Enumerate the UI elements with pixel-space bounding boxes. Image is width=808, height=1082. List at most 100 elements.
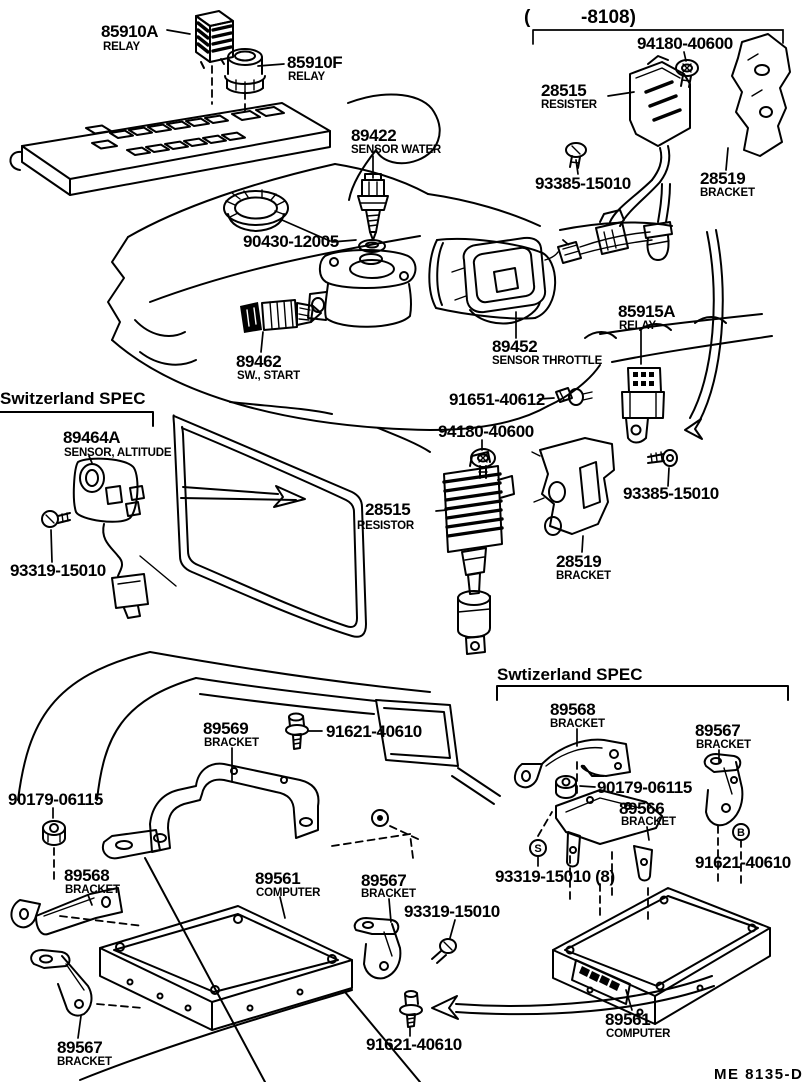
oil-cap-drawing	[223, 189, 289, 232]
label-89561-left-desc: COMPUTER	[256, 887, 321, 899]
nut-90179-left-drawing	[42, 820, 66, 846]
fuse-box-drawing	[9, 102, 331, 196]
dashed-lines	[53, 65, 742, 1009]
labels-layer: ( -8108) 85910A RELAY 85910F RELAY 89422…	[0, 7, 803, 1082]
label-89561-right-desc: COMPUTER	[606, 1028, 671, 1040]
computer-right-drawing	[552, 887, 771, 1025]
label-28519-top: 28519	[700, 169, 745, 188]
label-28515-mid-desc: RESISTOR	[357, 520, 415, 532]
label-28519-mid: 28519	[556, 552, 601, 571]
label-89561-right: 89561	[605, 1010, 650, 1029]
relay-85910a-drawing	[195, 10, 234, 69]
label-85915a: 85915A	[618, 302, 675, 321]
bracket-89567-rightgroup-drawing	[353, 917, 402, 980]
bracket-89568-left-drawing	[10, 887, 123, 936]
label-28519-top-desc: BRACKET	[700, 187, 755, 199]
label-89566-desc: BRACKET	[621, 816, 676, 828]
label-91621-bottom: 91621-40610	[366, 1035, 462, 1054]
screw-93319-left-drawing	[41, 510, 71, 528]
label-91621-right: 91621-40610	[695, 853, 791, 872]
bracket-28519-mid-drawing	[531, 437, 615, 536]
label-28515-mid: 28515	[365, 500, 410, 519]
b-marker: B	[737, 827, 745, 839]
water-outlet-drawing	[307, 249, 417, 328]
label-90179-left: 90179-06115	[8, 790, 103, 809]
label-89568-left: 89568	[64, 866, 109, 885]
label-89462-desc: SW., START	[237, 370, 300, 382]
label-89567-group: 89567	[361, 871, 406, 890]
label-85915a-desc: RELAY	[619, 320, 656, 332]
label-89452-desc: SENSOR THROTTLE	[492, 355, 603, 367]
body-outline-bottom-left	[17, 651, 501, 1082]
label-89569: 89569	[203, 719, 248, 738]
label-89567-group-desc: BRACKET	[361, 888, 416, 900]
label-94180-mid: 94180-40600	[438, 422, 534, 441]
label-28515-top: 28515	[541, 81, 586, 100]
doc-code: ME 8135-D	[714, 1066, 803, 1082]
label-89569-desc: BRACKET	[204, 737, 259, 749]
label-93319-group: 93319-15010	[404, 902, 500, 921]
header-open-paren: (	[524, 7, 531, 28]
label-94180-top: 94180-40600	[637, 34, 733, 53]
label-89567-right: 89567	[695, 721, 740, 740]
screw-94180-top-drawing	[675, 59, 699, 88]
label-89462: 89462	[236, 352, 281, 371]
start-switch-drawing	[240, 299, 322, 333]
screw-93319-group-drawing	[431, 938, 457, 964]
label-89567-leftbottom: 89567	[57, 1038, 102, 1057]
curved-arrow-right	[684, 229, 724, 440]
label-93385-top: 93385-15010	[535, 174, 631, 193]
bolt-91651-drawing	[555, 387, 593, 406]
label-89422-desc: SENSOR WATER	[351, 144, 442, 156]
relay-85910f-drawing	[224, 48, 266, 95]
altitude-sensor-drawing	[72, 457, 149, 619]
screw-93385-mid-drawing	[647, 449, 678, 467]
curved-arrow-bottom	[431, 975, 715, 1020]
bracket-89568-right-drawing	[514, 738, 631, 789]
nut-90179-right-drawing	[555, 775, 577, 799]
label-89568-left-desc: BRACKET	[65, 884, 120, 896]
resistor-mid-drawing	[442, 451, 515, 655]
s-marker-circle	[529, 839, 547, 857]
right-spec-title: Swtizerland SPEC	[497, 665, 642, 684]
bracket-89567-leftbottom-drawing	[30, 949, 93, 1017]
right-spec-bracket-line	[496, 685, 789, 701]
bolt-91621-bottom-drawing	[399, 990, 423, 1028]
label-85910a: 85910A	[101, 22, 158, 41]
throttle-sensor-drawing	[451, 236, 547, 325]
label-85910f: 85910F	[287, 53, 342, 72]
bracket-89569-drawing	[102, 762, 320, 860]
cowl-panel-drawing	[139, 414, 367, 638]
label-91621-upper: 91621-40610	[326, 722, 422, 741]
label-89464a: 89464A	[63, 428, 120, 447]
label-93385-mid: 93385-15010	[623, 484, 719, 503]
bracket-89567-right-drawing	[703, 753, 744, 827]
label-85910a-desc: RELAY	[103, 41, 140, 53]
label-89567-leftbottom-desc: BRACKET	[57, 1056, 112, 1068]
arrow-right	[180, 485, 306, 508]
label-89464a-desc: SENSOR, ALTITUDE	[64, 447, 172, 459]
label-89568-right: 89568	[550, 700, 595, 719]
bracket-28519-top-drawing	[731, 33, 791, 157]
label-90179-right: 90179-06115	[597, 778, 692, 797]
label-89422: 89422	[351, 126, 396, 145]
label-89566: 89566	[619, 799, 664, 818]
screw-93385-top-drawing	[565, 142, 587, 169]
relay-85915a-drawing	[621, 367, 665, 444]
bolt-91621-upper-drawing	[285, 712, 309, 750]
label-89452: 89452	[492, 337, 537, 356]
bracket-89566-drawing	[555, 789, 663, 882]
engine-outline	[107, 93, 773, 453]
label-93319-right: 93319-15010 (8)	[495, 867, 615, 886]
left-spec-bracket-line	[0, 411, 154, 427]
left-spec-title: Switzerland SPEC	[0, 389, 145, 408]
label-89561-left: 89561	[255, 869, 300, 888]
s-marker: S	[534, 843, 541, 855]
label-90430: 90430-12005	[243, 232, 339, 251]
label-85910f-desc: RELAY	[288, 71, 325, 83]
computer-left-drawing	[99, 905, 353, 1031]
label-28515-top-desc: RESISTER	[541, 99, 598, 111]
vacuum-unit-drawing	[428, 237, 557, 320]
